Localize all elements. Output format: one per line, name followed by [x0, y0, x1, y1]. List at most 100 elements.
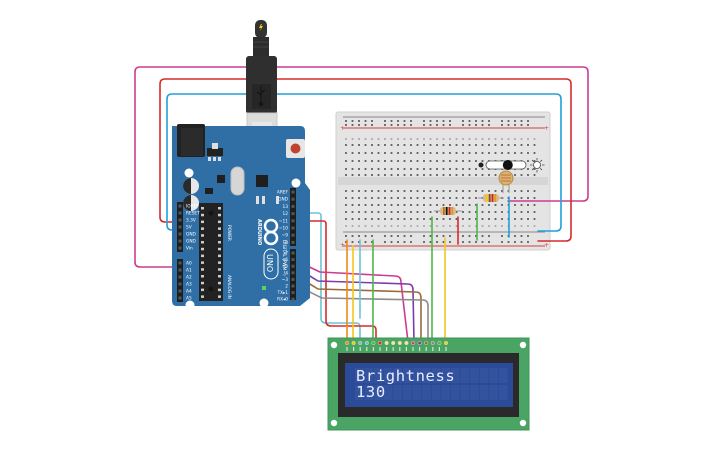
breadboard-hole	[384, 235, 386, 237]
header-pin[interactable]	[291, 212, 295, 216]
reset-button-cap[interactable]	[290, 143, 301, 154]
breadboard-hole	[475, 197, 477, 199]
wire-magenta-a1-loop[interactable]	[134, 66, 589, 268]
breadboard-hole	[377, 211, 380, 213]
lcd-pin[interactable]	[424, 340, 429, 346]
column-number	[358, 138, 360, 140]
lcd-pin[interactable]	[410, 340, 416, 346]
wire-gray-pin2[interactable]	[295, 283, 429, 343]
lcd-cell	[431, 368, 441, 383]
chip-pin	[218, 288, 221, 292]
lcd-pin[interactable]	[351, 340, 356, 346]
lcd-pin[interactable]	[430, 340, 435, 346]
header-pin[interactable]	[291, 226, 295, 230]
lcd-pin[interactable]	[443, 340, 449, 346]
lcd-pin[interactable]	[371, 340, 376, 346]
lcd-pin[interactable]	[417, 340, 422, 346]
header-pin[interactable]	[291, 291, 295, 295]
column-number	[364, 138, 367, 140]
header-pin[interactable]	[291, 251, 295, 255]
mount-hole	[330, 341, 338, 349]
wire-red-5v-loop[interactable]	[159, 78, 572, 242]
header-pin[interactable]	[178, 289, 182, 293]
header-pin[interactable]	[178, 225, 182, 229]
wire-cyan-gnd-loop[interactable]	[166, 93, 562, 232]
wire-magenta-pin5[interactable]	[295, 259, 409, 343]
header-pin[interactable]	[291, 219, 295, 223]
photoresistor[interactable]	[498, 170, 514, 193]
header-pin[interactable]	[178, 218, 182, 222]
header-pin[interactable]	[291, 240, 295, 244]
header-pin[interactable]	[178, 204, 182, 208]
lcd-pin[interactable]	[397, 340, 402, 346]
header-pin[interactable]	[291, 264, 295, 268]
header-pin[interactable]	[178, 268, 182, 272]
lcd-cell	[403, 368, 412, 383]
lcd-pin-label	[405, 347, 407, 351]
breadboard-hole	[423, 204, 425, 206]
chip-pin	[201, 213, 204, 217]
breadboard-hole	[533, 152, 536, 154]
lcd-pin[interactable]	[364, 340, 369, 346]
header-pin[interactable]	[178, 239, 182, 243]
lcd-pin[interactable]	[384, 340, 389, 346]
column-number	[442, 138, 445, 140]
header-pin[interactable]	[178, 246, 182, 250]
slider-knob[interactable]	[502, 160, 513, 170]
lcd-pin[interactable]	[404, 340, 409, 346]
wire-lightcyan-pin12[interactable]	[295, 212, 361, 343]
lcd-pin[interactable]	[377, 340, 383, 346]
wire-purple-pin4[interactable]	[295, 267, 415, 343]
header-pin[interactable]	[291, 297, 295, 301]
breadboard-hole	[397, 124, 399, 126]
breadboard-hole	[403, 168, 406, 170]
breadboard-hole	[384, 124, 386, 126]
resistor-2[interactable]	[478, 194, 504, 202]
header-pin[interactable]	[291, 197, 295, 201]
resistor-band	[491, 194, 494, 202]
header-pin[interactable]	[178, 282, 182, 286]
lcd-cell	[403, 385, 412, 400]
lcd-pin[interactable]	[344, 340, 350, 346]
power-header-title: POWER	[226, 225, 232, 241]
led-on	[262, 286, 266, 290]
breadboard-hole	[462, 190, 464, 192]
column-number	[436, 138, 438, 140]
lcd-pin[interactable]	[358, 340, 363, 346]
breadboard-hole	[494, 174, 497, 176]
breadboard-hole	[468, 241, 471, 243]
breadboard-hole	[351, 218, 354, 220]
breadboard-hole	[494, 218, 497, 220]
breadboard-hole	[371, 235, 373, 237]
arduino-brand-label: ARDUINO	[256, 219, 262, 245]
lcd-pin[interactable]	[391, 340, 396, 346]
breadboard-hole	[520, 120, 523, 122]
header-pin[interactable]	[178, 275, 182, 279]
lcd-16x2[interactable]	[327, 337, 530, 431]
resistor-1[interactable]	[434, 207, 462, 215]
light-intensity-slider[interactable]	[478, 158, 545, 173]
header-pin[interactable]	[291, 190, 295, 194]
header-pin[interactable]	[291, 233, 295, 237]
lcd-pin[interactable]	[437, 340, 442, 346]
arduino-uno[interactable]: ARDUINO UNO IOREFRESET3.3V5VGNDGNDVinA0A…	[172, 124, 310, 310]
breadboard-hole	[351, 235, 354, 237]
header-pin[interactable]	[178, 232, 182, 236]
header-pin[interactable]	[291, 271, 295, 275]
header-pin[interactable]	[291, 204, 295, 208]
breadboard[interactable]: + + + +	[335, 111, 551, 251]
wire-red-pin11[interactable]	[295, 220, 377, 343]
breadboard-hole	[455, 160, 458, 162]
header-pin[interactable]	[291, 284, 295, 288]
header-pin[interactable]	[291, 258, 295, 262]
breadboard-hole	[468, 174, 471, 176]
breadboard-hole	[462, 204, 464, 206]
header-pin[interactable]	[178, 261, 182, 265]
header-pin[interactable]	[291, 277, 295, 281]
header-pin[interactable]	[178, 211, 182, 215]
small-transistor	[205, 188, 213, 194]
header-pin[interactable]	[178, 296, 182, 300]
breadboard-hole	[403, 235, 406, 237]
breadboard-hole	[429, 152, 432, 154]
column-number	[514, 225, 516, 227]
